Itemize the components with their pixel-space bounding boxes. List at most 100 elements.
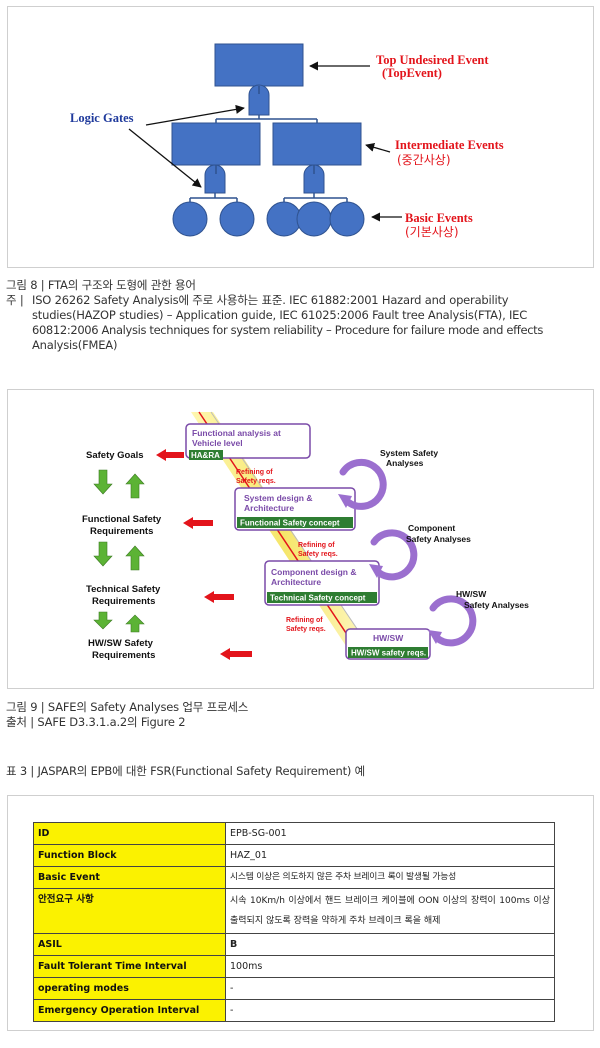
figure-8-note: 주 | ISO 26262 Safety Analysis에 주로 사용하는 표…	[6, 293, 592, 353]
row-value: B	[225, 933, 555, 956]
b3-title-2: Architecture	[271, 577, 321, 587]
figure-9-caption: 그림 9 | SAFE의 Safety Analyses 업무 프로세스 출처 …	[6, 700, 248, 729]
refining-3a: Refining of	[286, 617, 323, 624]
row-value: EPB-SG-001	[225, 822, 555, 845]
a2-label-2: Safety Analyses	[406, 534, 471, 544]
cycle-system-head	[338, 494, 352, 508]
figure-9-caption-title: 그림 9 | SAFE의 Safety Analyses 업무 프로세스	[6, 700, 249, 714]
hwsw-label-2: Requirements	[92, 650, 155, 661]
arrow-to-intermediate	[365, 142, 391, 153]
row-value: 시속 10Km/h 이상에서 핸드 브레이크 케이블에 OON 이상의 장력이 …	[225, 888, 555, 934]
tsr-label-1: Technical Safety	[86, 584, 161, 595]
green-arrow-up-3	[125, 614, 145, 633]
table-row: ID EPB-SG-001	[33, 822, 555, 845]
safe-process-diagram: Safety Goals Functional Safety Requireme…	[82, 411, 529, 661]
tsr-label-2: Requirements	[92, 596, 155, 607]
and-gate-left	[204, 164, 226, 194]
figure-9-frame: Safety Goals Functional Safety Requireme…	[7, 389, 594, 689]
intermediate-event-left	[171, 122, 261, 166]
tag-fsc-text: Functional Safety concept	[240, 519, 340, 528]
tag-hwsw-text: HW/SW safety reqs.	[351, 649, 426, 658]
table-row: ASIL B	[33, 933, 555, 956]
table-row: Fault Tolerant Time Interval 100ms	[33, 955, 555, 978]
label-basic-sub: (기본사상)	[405, 225, 459, 239]
table-row: Function Block HAZ_01	[33, 844, 555, 867]
basic-event-4	[296, 201, 332, 237]
table-3-caption-text: 표 3 | JASPAR의 EPB에 대한 FSR(Functional Saf…	[6, 764, 366, 778]
red-arrow-2	[183, 517, 213, 529]
figure-8-caption: 그림 8 | FTA의 구조와 도형에 관한 용어	[6, 278, 196, 293]
refining-2b: Safety reqs.	[298, 551, 338, 558]
note-line: ISO 26262 Safety Analysis에 주로 사용하는 표준. I…	[32, 293, 509, 307]
refining-3b: Safety reqs.	[286, 626, 326, 633]
a1-label-1: System Safety	[380, 448, 438, 458]
fta-diagram: Top Undesired Event (TopEvent) Logic Gat…	[70, 43, 504, 239]
label-intermediate: Intermediate Events	[395, 138, 504, 152]
red-arrow-1	[156, 449, 184, 461]
box-functional-analysis	[185, 423, 311, 459]
note-line: Analysis(FMEA)	[32, 338, 118, 352]
green-arrow-down-3	[93, 611, 113, 630]
tag-hara-text: HA&RA	[191, 451, 220, 460]
cycle-component	[370, 529, 418, 581]
tag-fsc	[237, 517, 353, 528]
safety-goals-label: Safety Goals	[86, 450, 144, 461]
arrow-logic-gates-2	[128, 128, 202, 188]
row-key: Basic Event	[33, 866, 226, 889]
basic-event-5	[329, 201, 365, 237]
tag-tsc-text: Technical Safety concept	[270, 594, 366, 603]
green-arrow-up-2	[125, 545, 145, 571]
green-arrow-up-1	[125, 473, 145, 499]
label-intermediate-sub: (중간사상)	[397, 153, 451, 167]
a3-label-1: HW/SW	[456, 589, 487, 599]
label-basic: Basic Events	[405, 211, 473, 225]
table-row: 안전요구 사항 시속 10Km/h 이상에서 핸드 브레이크 케이블에 OON …	[33, 888, 555, 934]
b3-title-1: Component design &	[271, 567, 356, 577]
a3-label-2: Safety Analyses	[464, 600, 529, 610]
tag-hwsw-reqs	[348, 647, 428, 658]
b2-title-1: System design &	[244, 493, 313, 503]
fsr-table: ID EPB-SG-001 Function Block HAZ_01 Basi…	[33, 822, 555, 1022]
refining-1a: Refining of	[236, 469, 273, 476]
row-value: 시스템 이상은 의도하지 않은 주차 브레이크 록이 발생될 가능성	[225, 866, 555, 889]
cycle-component-head	[369, 564, 383, 578]
intermediate-event-right	[272, 122, 362, 166]
row-value: -	[225, 999, 555, 1022]
b4-title-1: HW/SW	[373, 633, 404, 643]
b1-title-1: Functional analysis at	[192, 428, 281, 438]
row-key: Fault Tolerant Time Interval	[33, 955, 226, 978]
and-gate-top	[248, 84, 270, 116]
row-value: HAZ_01	[225, 844, 555, 867]
a1-label-2: Analyses	[386, 458, 424, 468]
label-top-event-sub: (TopEvent)	[382, 66, 442, 80]
cycle-hwsw-head	[428, 630, 442, 644]
row-key: ID	[33, 822, 226, 845]
note-line: studies(HAZOP studies) – Application gui…	[32, 308, 528, 322]
note-prefix: 주 |	[6, 293, 24, 307]
table-3-caption: 표 3 | JASPAR의 EPB에 대한 FSR(Functional Saf…	[6, 764, 365, 779]
row-key: Emergency Operation Interval	[33, 999, 226, 1022]
figure-9-caption-source: 출처 | SAFE D3.3.1.a.2의 Figure 2	[6, 714, 186, 729]
hwsw-label-1: HW/SW Safety	[88, 638, 154, 649]
red-arrow-4	[220, 648, 252, 660]
refining-1b: Safety reqs.	[236, 478, 276, 485]
figure-8-caption-text: 그림 8 | FTA의 구조와 도형에 관한 용어	[6, 278, 196, 292]
refining-2a: Refining of	[298, 542, 335, 549]
basic-event-1	[172, 201, 208, 237]
fsr-label-1: Functional Safety	[82, 514, 162, 525]
table-row: operating modes -	[33, 977, 555, 1000]
row-value: 100ms	[225, 955, 555, 978]
cycle-hwsw	[429, 595, 477, 647]
green-arrow-down-1	[93, 469, 113, 495]
b1-title-2: Vehicle level	[192, 438, 243, 448]
table-row: Basic Event 시스템 이상은 의도하지 않은 주차 브레이크 록이 발…	[33, 866, 555, 889]
row-key: Function Block	[33, 844, 226, 867]
row-key: 안전요구 사항	[33, 888, 226, 934]
green-arrow-down-2	[93, 541, 113, 567]
row-value: -	[225, 977, 555, 1000]
red-arrow-3	[204, 591, 234, 603]
fta-connectors	[189, 86, 348, 202]
arrow-logic-gates-1	[145, 104, 245, 126]
and-gate-right	[303, 164, 325, 194]
top-event-box	[214, 43, 304, 87]
